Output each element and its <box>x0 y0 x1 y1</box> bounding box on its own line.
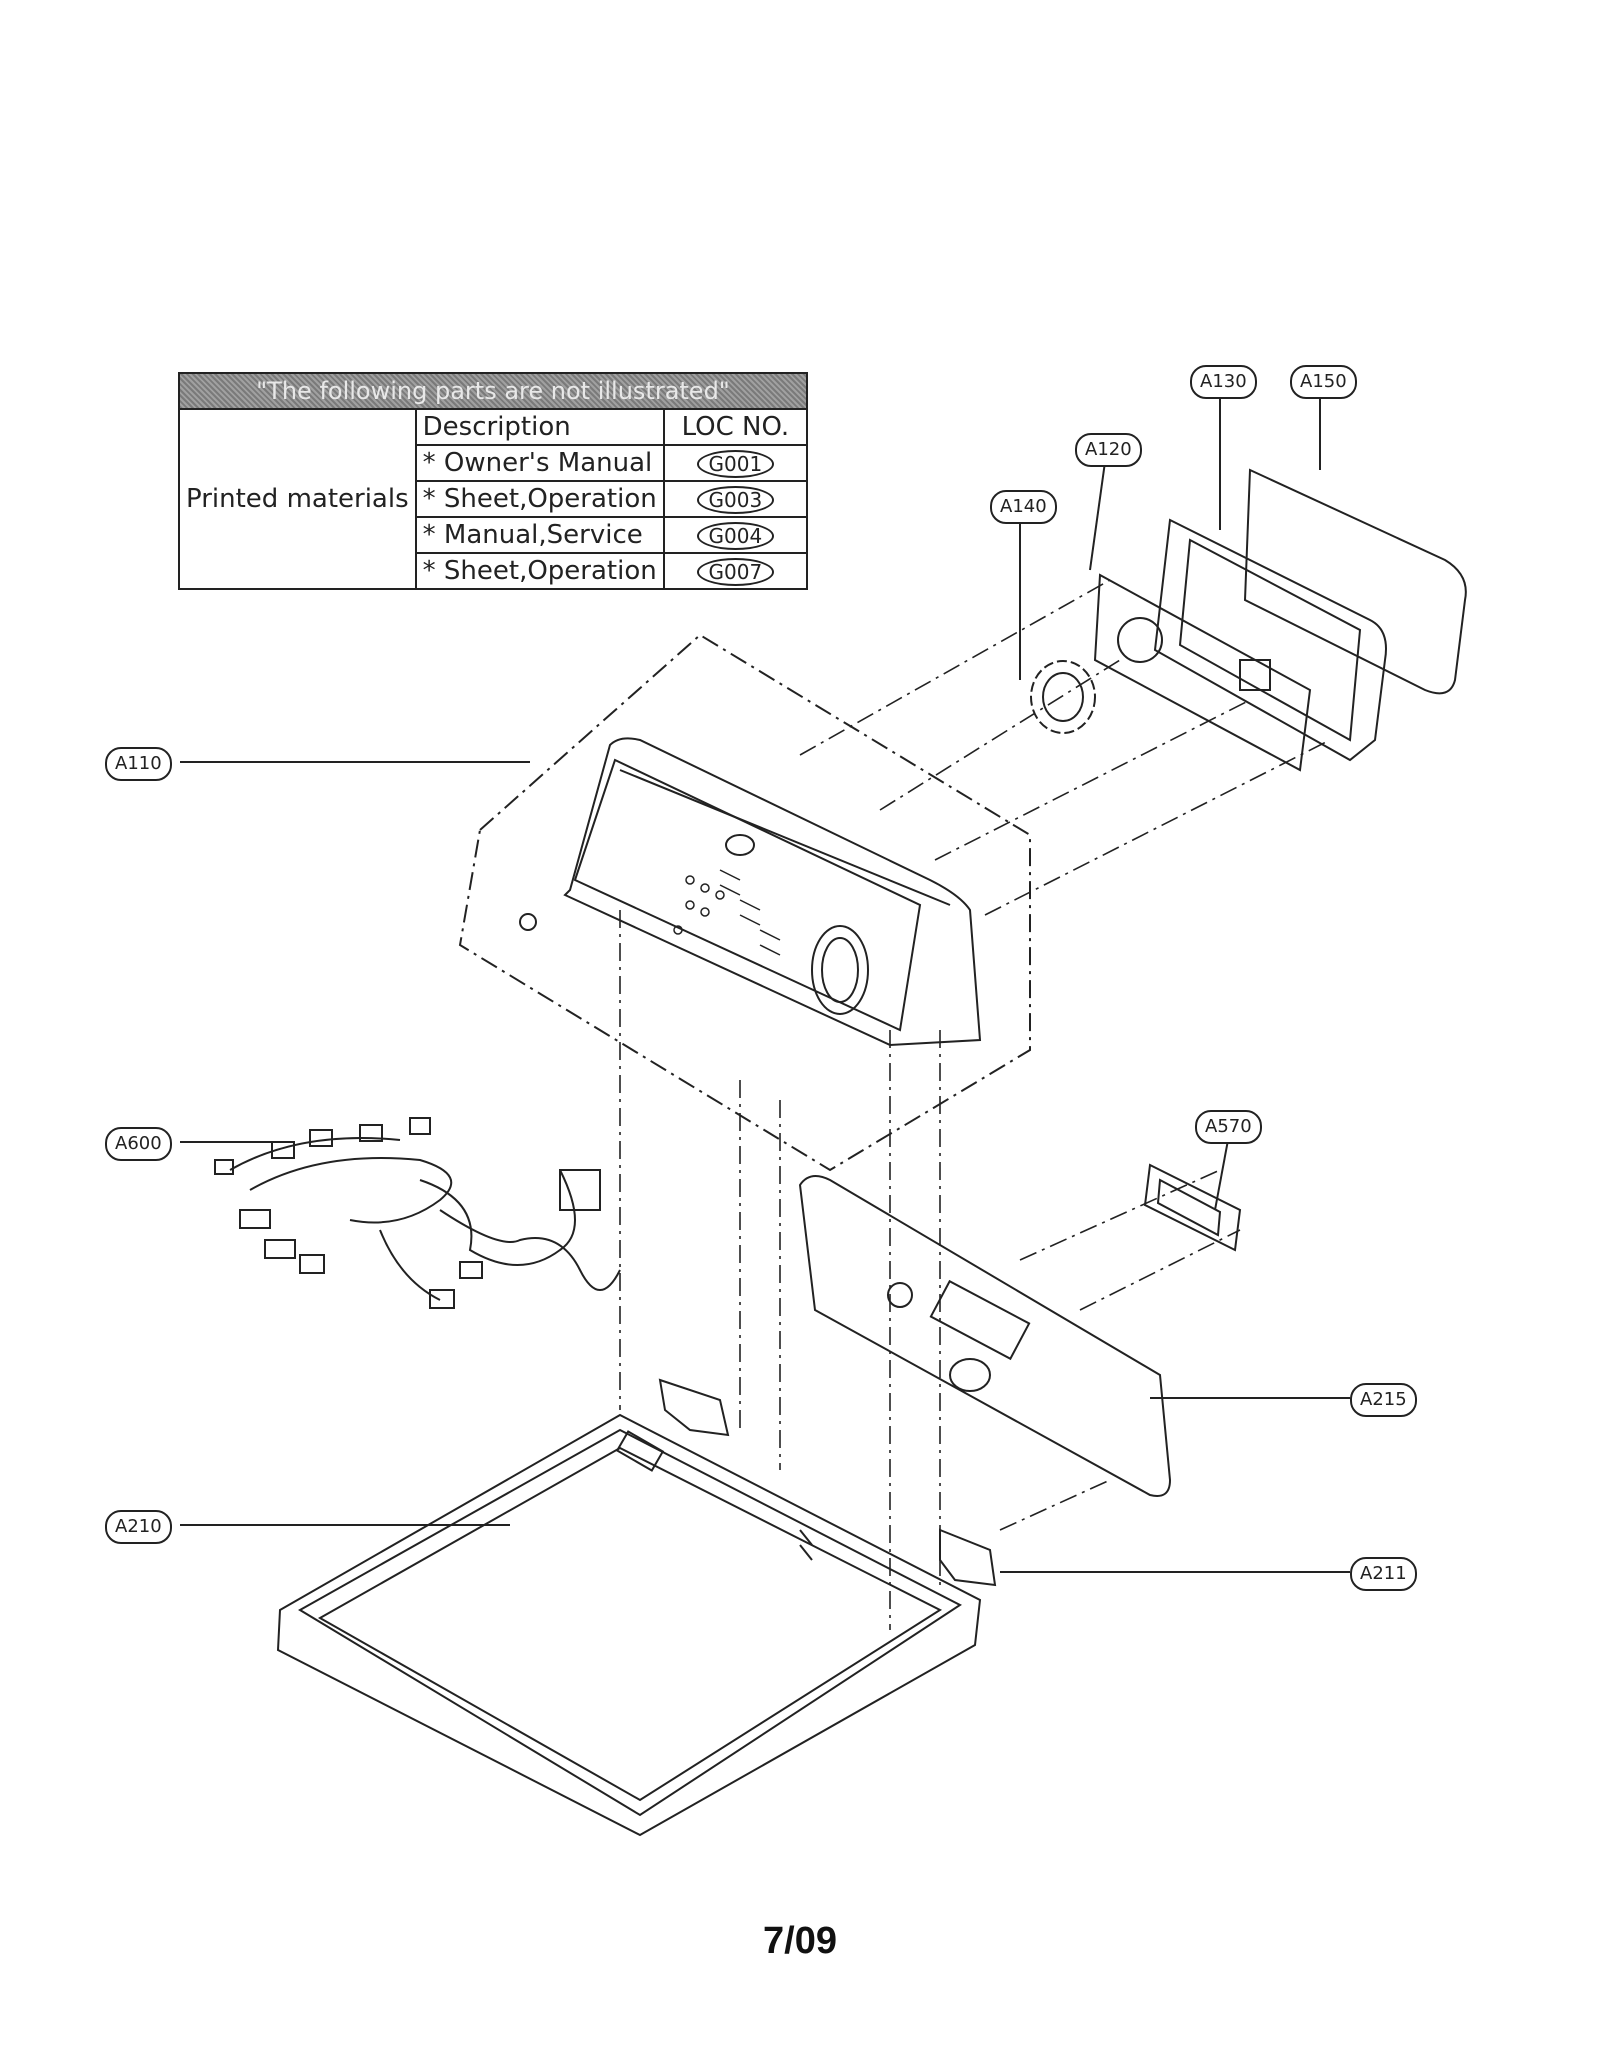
bracket <box>1143 1163 1242 1252</box>
page-number: 7/09 <box>763 1920 837 1962</box>
part-description: * Sheet,Operation <box>414 480 665 518</box>
unillustrated-parts-table: "The following parts are not illustrated… <box>178 372 809 590</box>
callout-a211: A211 <box>1350 1557 1417 1591</box>
callout-a600: A600 <box>105 1127 172 1161</box>
top-plate <box>276 1413 982 1837</box>
loc-number: G004 <box>696 522 775 550</box>
table-row: * Sheet,Operation G003 <box>179 480 809 518</box>
callout-a130: A130 <box>1190 365 1257 399</box>
table-header: "The following parts are not illustrated… <box>178 372 808 410</box>
wire-harness <box>214 1117 621 1309</box>
callout-a150: A150 <box>1290 365 1357 399</box>
column-header-loc: LOC NO. <box>662 408 809 446</box>
callout-a210: A210 <box>105 1510 172 1544</box>
callout-a140: A140 <box>990 490 1057 524</box>
callout-a120: A120 <box>1075 433 1142 467</box>
loc-number: G007 <box>696 558 775 586</box>
loc-number: G001 <box>696 450 775 478</box>
rear-panel <box>798 1175 1172 1497</box>
category-cell: Printed materials <box>178 408 417 590</box>
table-row: * Sheet,Operation G007 <box>179 552 809 590</box>
right-clip <box>939 1528 997 1587</box>
control-knob <box>1030 660 1096 734</box>
control-panel <box>519 737 982 1047</box>
callout-a570: A570 <box>1195 1110 1262 1144</box>
table-row: * Manual,Service G004 <box>179 516 809 554</box>
table-row: * Owner's Manual G001 <box>179 444 809 482</box>
callout-a110: A110 <box>105 747 172 781</box>
part-description: * Sheet,Operation <box>414 552 665 590</box>
pcb-assembly <box>1093 573 1312 772</box>
part-description: * Owner's Manual <box>414 444 665 482</box>
column-header-description: Description <box>414 408 665 446</box>
left-clip <box>658 1378 730 1437</box>
display-frame <box>1153 518 1387 762</box>
part-description: * Manual,Service <box>414 516 665 554</box>
display-cover <box>1243 468 1467 695</box>
callout-a215: A215 <box>1350 1383 1417 1417</box>
loc-number: G003 <box>696 486 775 514</box>
